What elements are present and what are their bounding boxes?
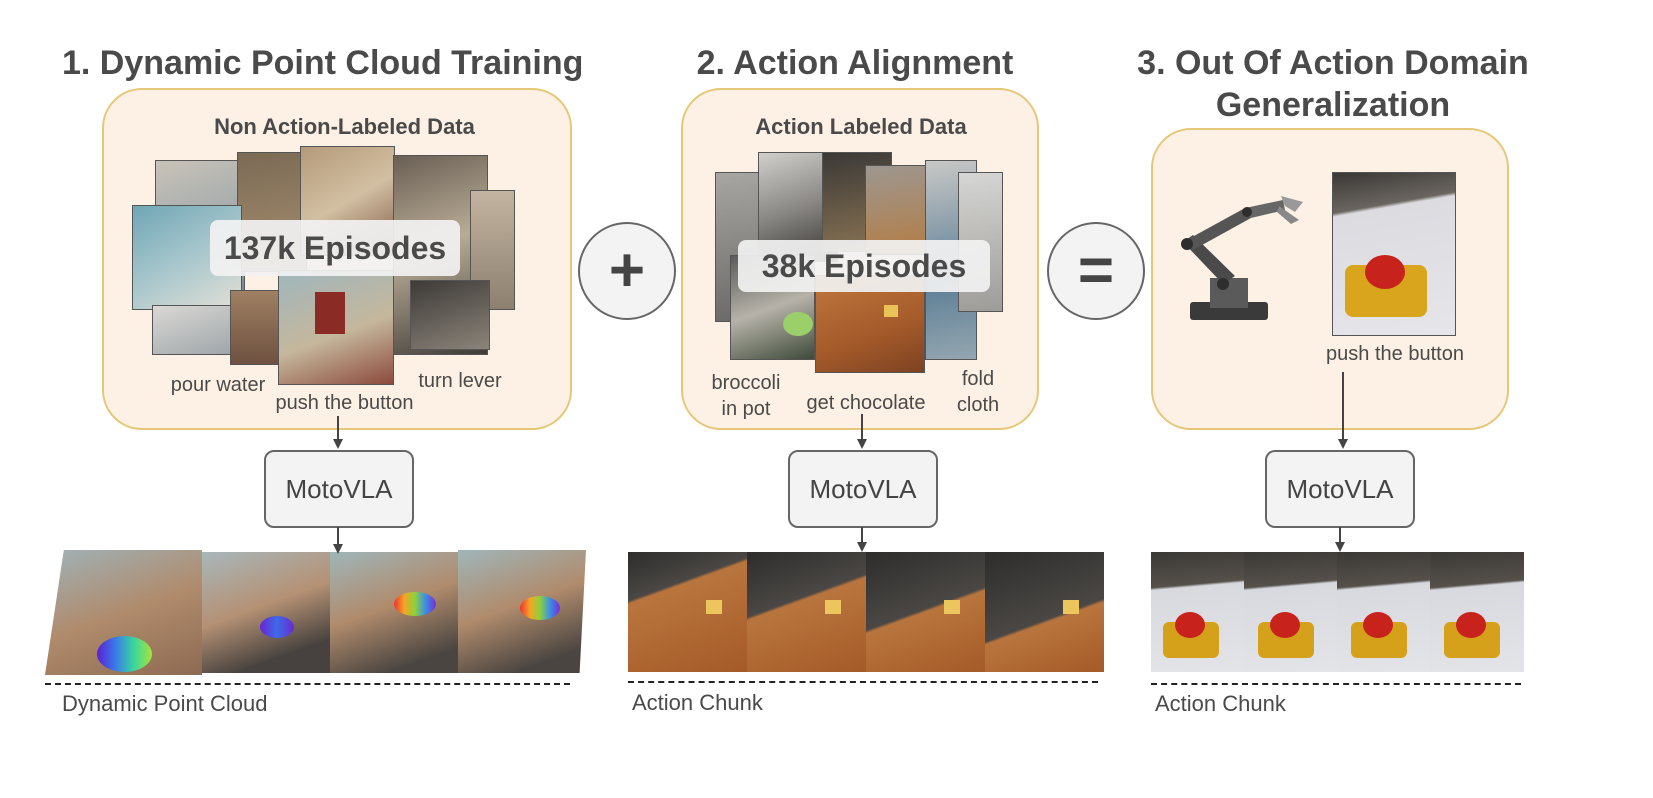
motovla-model-box-1: MotoVLA [264, 450, 414, 528]
panel1-frame [152, 305, 232, 355]
step3-title-line1: 3. Out Of Action Domain [1137, 44, 1529, 82]
panel1-frame [230, 290, 280, 365]
red-button-cap [1270, 612, 1300, 638]
panel1-heading: Non Action-Labeled Data [214, 114, 475, 139]
step2-title: 2. Action Alignment [696, 44, 1014, 82]
panel1-episode-count: 137k Episodes [210, 220, 460, 276]
task-broccoli-line2: in pot [721, 398, 771, 420]
task-turn-lever: turn lever [418, 370, 502, 392]
task-get-chocolate: get chocolate [806, 392, 926, 414]
task-fold-line2: cloth [956, 394, 1000, 416]
push-button-scene-image [1332, 172, 1456, 336]
step1-title: 1. Dynamic Point Cloud Training [62, 44, 584, 82]
action-frame [1430, 552, 1524, 672]
step3-title-line2: Generalization [1215, 86, 1451, 124]
output-label-action-chunk-3: Action Chunk [1155, 691, 1286, 716]
point-cloud-frame [330, 552, 458, 673]
red-button-cap [1363, 612, 1393, 638]
point-cloud-blob [520, 596, 560, 620]
task-broccoli-line1: broccoli [711, 372, 781, 394]
panel1-frame [410, 280, 490, 350]
task-push-the-button: push the button [275, 392, 414, 414]
output-divider-1 [45, 683, 570, 685]
chocolate-piece [825, 600, 841, 614]
point-cloud-blob [394, 592, 436, 616]
point-cloud-blob [97, 636, 152, 672]
chocolate-piece [1063, 600, 1079, 614]
task-broccoli-in-pot: broccoli in pot [700, 370, 792, 422]
output-label-action-chunk-2: Action Chunk [632, 690, 763, 715]
green-bowl [783, 312, 813, 336]
plus-operator: + [578, 222, 676, 320]
point-cloud-blob [260, 616, 294, 638]
panel3-task-label: push the button [1326, 343, 1464, 365]
task-fold-cloth: fold cloth [945, 366, 1011, 418]
action-frame [985, 552, 1104, 672]
robot-arm-image [1181, 196, 1303, 320]
action-frame [628, 552, 747, 672]
action-frame [1151, 552, 1244, 672]
task-pour-water: pour water [170, 374, 266, 396]
action-frame [1337, 552, 1430, 672]
output-divider-2 [628, 681, 1098, 683]
red-block [315, 292, 345, 334]
motovla-model-box-2: MotoVLA [788, 450, 938, 528]
point-cloud-frame [458, 550, 586, 673]
action-frame [866, 552, 985, 672]
point-cloud-frame [202, 552, 330, 673]
motovla-model-box-3: MotoVLA [1265, 450, 1415, 528]
point-cloud-frame [45, 550, 202, 675]
red-button-cap [1175, 612, 1205, 638]
chocolate-piece [706, 600, 722, 614]
chocolate-piece [884, 305, 898, 317]
panel2-heading: Action Labeled Data [755, 114, 967, 139]
action-frame [747, 552, 866, 672]
equals-operator: = [1047, 222, 1145, 320]
output-divider-3 [1151, 683, 1521, 685]
red-button-cap [1456, 612, 1486, 638]
chocolate-piece [944, 600, 960, 614]
task-fold-line1: fold [961, 368, 995, 390]
action-frame [1244, 552, 1337, 672]
red-button-cap [1365, 255, 1405, 289]
panel2-episode-count: 38k Episodes [738, 240, 990, 292]
output-label-dynamic-point-cloud: Dynamic Point Cloud [62, 691, 268, 716]
